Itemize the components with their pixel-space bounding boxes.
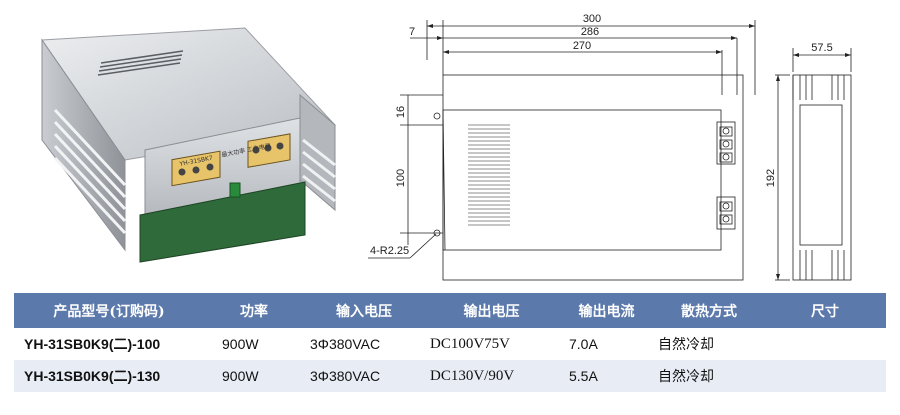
dim-100: 100 <box>395 169 407 187</box>
cell-cooling: 自然冷却 <box>654 360 764 392</box>
cell-current: 5.5A <box>559 360 654 392</box>
cell-current: 7.0A <box>559 328 654 360</box>
vent-slots <box>97 50 184 76</box>
table-row: YH-31SB0K9(二)-130 900W 3Φ380VAC DC130V/9… <box>14 360 886 392</box>
terminal-block-right <box>247 133 291 168</box>
table-header-row: 产品型号(订购码) 功率 输入电压 输出电压 输出电流 散热方式 尺寸 <box>14 293 886 328</box>
cell-output: DC100V75V <box>424 328 559 360</box>
dim-192: 192 <box>765 169 777 187</box>
dim-300: 300 <box>583 13 601 25</box>
cell-model: YH-31SB0K9(二)-130 <box>14 360 204 392</box>
dimension-drawing: 300 286 270 7 16 100 192 57.5 4-R2.25 <box>368 13 852 281</box>
cell-cooling: 自然冷却 <box>654 328 764 360</box>
header-model: 产品型号(订购码) <box>14 293 204 328</box>
cell-output: DC130V/90V <box>424 360 559 392</box>
header-output-current: 输出电流 <box>559 293 654 328</box>
cell-input: 3Φ380VAC <box>304 360 424 392</box>
front-view-body <box>442 74 744 281</box>
front-view-panel <box>442 109 722 251</box>
header-cooling: 散热方式 <box>654 293 764 328</box>
header-output-voltage: 输出电压 <box>424 293 559 328</box>
green-connector <box>229 182 241 198</box>
cell-size <box>764 328 886 360</box>
hole-note: 4-R2.25 <box>370 245 409 257</box>
header-size: 尺寸 <box>764 293 886 328</box>
spec-table: 产品型号(订购码) 功率 输入电压 输出电压 输出电流 散热方式 尺寸 YH-3… <box>14 293 886 392</box>
dim-16: 16 <box>395 106 407 118</box>
side-view-body <box>792 74 852 281</box>
cell-input: 3Φ380VAC <box>304 328 424 360</box>
terminal-block-left <box>171 150 221 187</box>
product-photo: YH-31SBK7 最大功率 工作电源 <box>41 27 336 263</box>
header-input-voltage: 输入电压 <box>304 293 424 328</box>
dim-7: 7 <box>409 26 415 38</box>
cell-power: 900W <box>204 328 304 360</box>
dim-270: 270 <box>573 40 591 52</box>
dim-286: 286 <box>581 26 599 38</box>
cell-size <box>764 360 886 392</box>
table-row: YH-31SB0K9(二)-100 900W 3Φ380VAC DC100V75… <box>14 328 886 360</box>
cell-power: 900W <box>204 360 304 392</box>
header-power: 功率 <box>204 293 304 328</box>
dim-57-5: 57.5 <box>811 42 832 54</box>
cell-model: YH-31SB0K9(二)-100 <box>14 328 204 360</box>
